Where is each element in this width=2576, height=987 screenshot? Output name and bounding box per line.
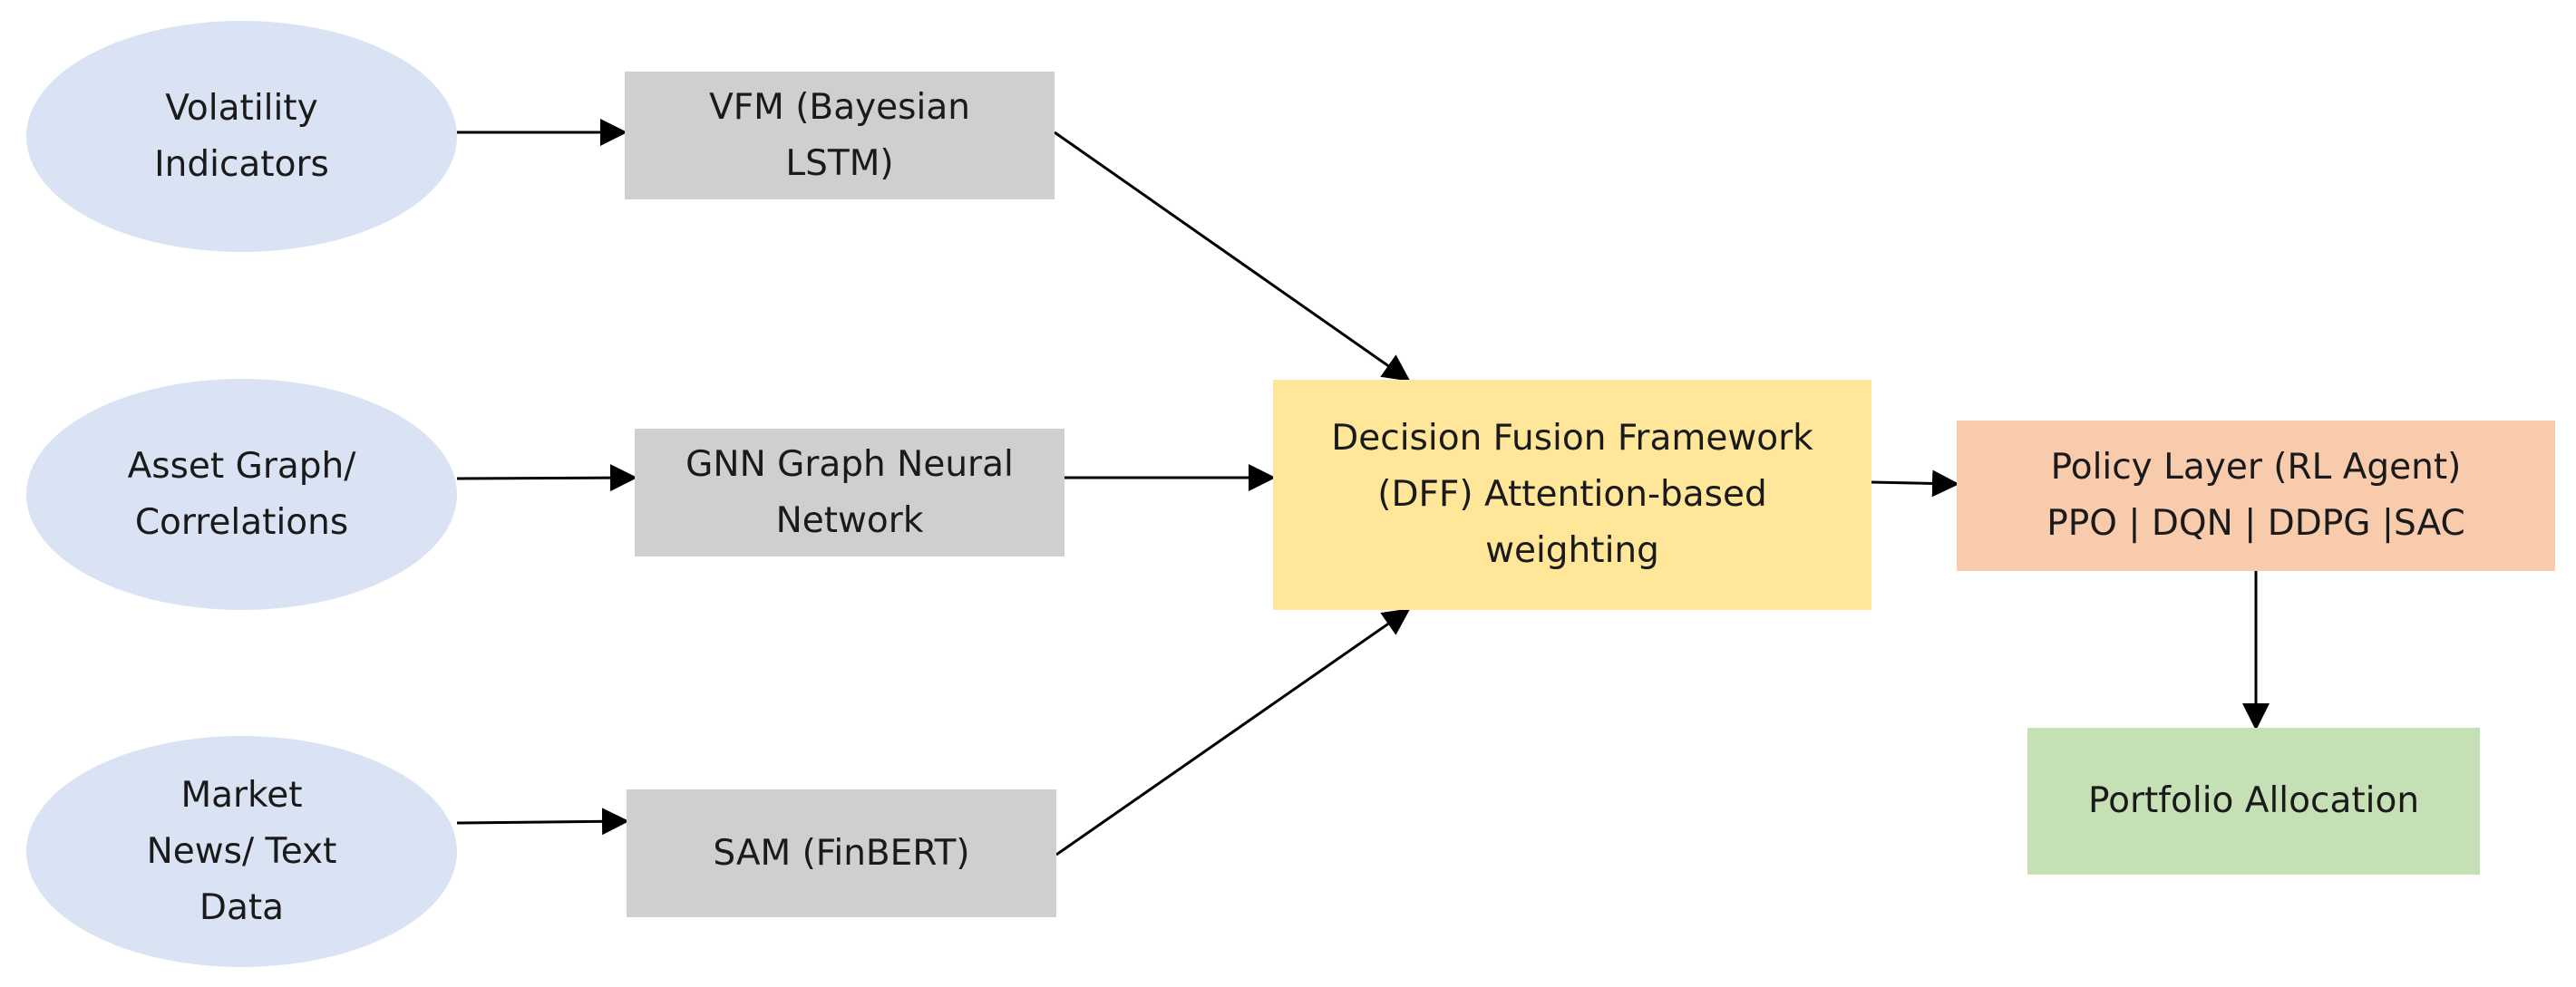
input-node-volatility-indicators: Volatility Indicators	[26, 21, 457, 252]
encoder-node-label: GNN Graph Neural Network	[685, 443, 1014, 541]
input-node-label: Volatility Indicators	[154, 87, 329, 185]
policy-node-label: Policy Layer (RL Agent) PPO | DQN | DDPG…	[2046, 447, 2465, 544]
edge-dff-to-policy	[1871, 469, 1959, 498]
encoder-node-sam: SAM (FinBERT)	[627, 789, 1056, 917]
output-node-portfolio: Portfolio Allocation	[2027, 728, 2480, 875]
input-node-label: Asset Graph/ Correlations	[127, 445, 356, 543]
fusion-node-dff: Decision Fusion Framework (DFF) Attentio…	[1273, 380, 1871, 610]
fusion-node-label: Decision Fusion Framework (DFF) Attentio…	[1331, 418, 1813, 571]
edge-vfm-to-dff	[1054, 131, 1411, 382]
output-node-label: Portfolio Allocation	[2087, 780, 2420, 821]
encoder-node-vfm: VFM (Bayesian LSTM)	[625, 72, 1055, 199]
input-node-asset-graph: Asset Graph/ Correlations	[26, 379, 457, 610]
encoder-node-gnn: GNN Graph Neural Network	[635, 429, 1064, 556]
encoder-node-label: VFM (Bayesian LSTM)	[709, 86, 970, 184]
edge-news-to-sam	[456, 808, 629, 836]
encoder-node-label: SAM (FinBERT)	[713, 832, 970, 874]
edge-asset-to-gnn	[456, 464, 637, 492]
input-node-label: Market News/ Text Data	[146, 774, 337, 928]
policy-node: Policy Layer (RL Agent) PPO | DQN | DDPG…	[1957, 421, 2555, 571]
edge-sam-to-dff	[1055, 608, 1411, 856]
input-node-market-news: Market News/ Text Data	[26, 736, 457, 967]
